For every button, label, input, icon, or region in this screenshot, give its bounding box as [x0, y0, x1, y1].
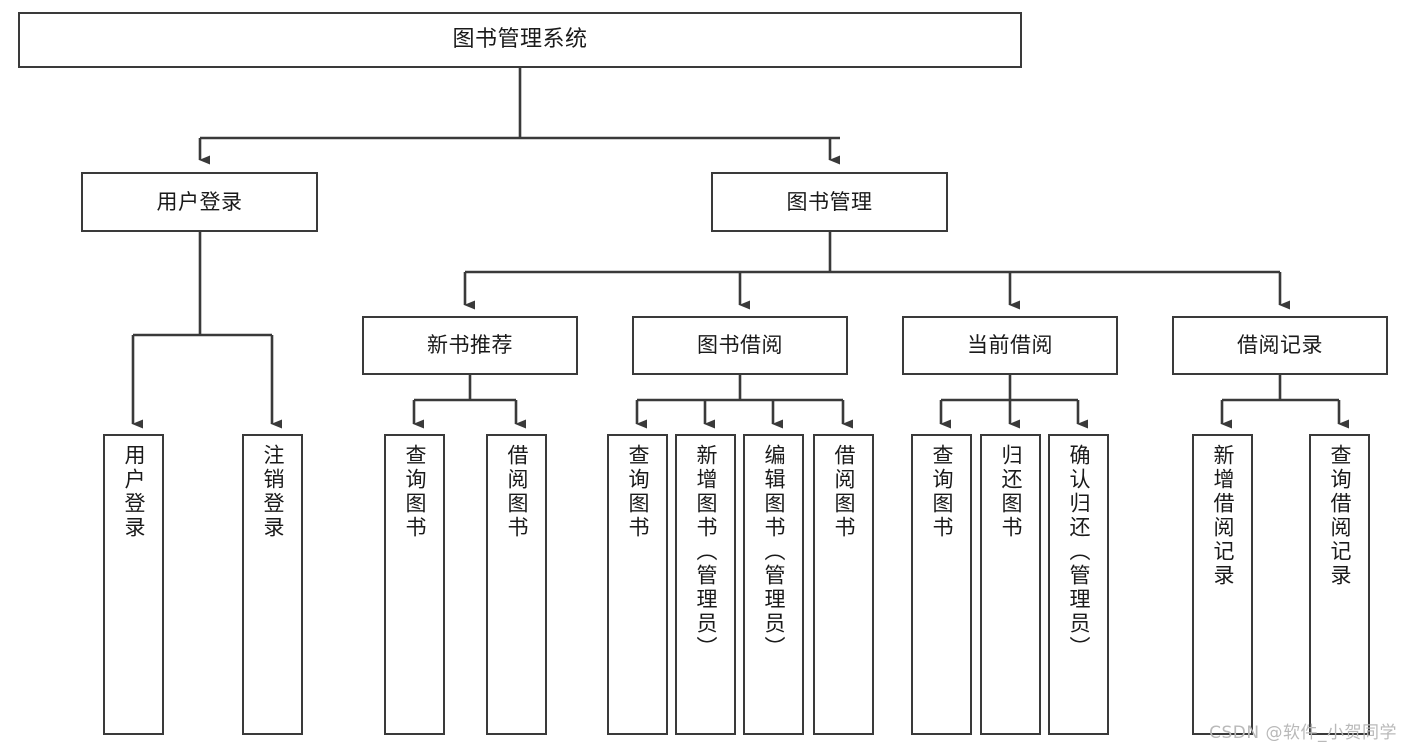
node-label: 查询借阅记录 — [1328, 444, 1352, 588]
leaf-user-login-signin[interactable]: 用户登录 — [103, 434, 164, 735]
node-borrow-record[interactable]: 借阅记录 — [1172, 316, 1388, 375]
leaf-borrow-add-book-admin[interactable]: 新增图书（管理员） — [675, 434, 736, 735]
node-book-management[interactable]: 图书管理 — [711, 172, 948, 232]
leaf-recommend-query-book[interactable]: 查询图书 — [384, 434, 445, 735]
node-label: 用户登录 — [122, 444, 146, 540]
node-new-book-recommend[interactable]: 新书推荐 — [362, 316, 578, 375]
node-label: 图书借阅 — [697, 333, 783, 358]
node-label: 归还图书 — [999, 444, 1023, 540]
leaf-record-add-borrow-record[interactable]: 新增借阅记录 — [1192, 434, 1253, 735]
node-label: 编辑图书（管理员） — [762, 444, 786, 660]
node-label: 新增图书（管理员） — [694, 444, 718, 660]
node-label: 用户登录 — [156, 189, 243, 214]
node-current-borrow[interactable]: 当前借阅 — [902, 316, 1118, 375]
node-label: 图书管理 — [786, 189, 873, 214]
leaf-recommend-borrow-book[interactable]: 借阅图书 — [486, 434, 547, 735]
node-label: 当前借阅 — [967, 333, 1053, 358]
node-label: 注销登录 — [261, 444, 285, 540]
node-root-system[interactable]: 图书管理系统 — [18, 12, 1022, 68]
node-label: 确认归还（管理员） — [1067, 444, 1091, 660]
node-label: 图书管理系统 — [452, 27, 588, 53]
node-label: 借阅图书 — [505, 444, 529, 540]
leaf-current-confirm-return-admin[interactable]: 确认归还（管理员） — [1048, 434, 1109, 735]
leaf-borrow-query-book[interactable]: 查询图书 — [607, 434, 668, 735]
leaf-current-query-book[interactable]: 查询图书 — [911, 434, 972, 735]
leaf-current-return-book[interactable]: 归还图书 — [980, 434, 1041, 735]
watermark-text: CSDN @软件_小贺同学 — [1209, 723, 1397, 743]
node-label: 借阅记录 — [1237, 333, 1323, 358]
leaf-borrow-borrow-book[interactable]: 借阅图书 — [813, 434, 874, 735]
leaf-borrow-edit-book-admin[interactable]: 编辑图书（管理员） — [743, 434, 804, 735]
node-label: 新增借阅记录 — [1211, 444, 1235, 588]
leaf-record-query-borrow-record[interactable]: 查询借阅记录 — [1309, 434, 1370, 735]
node-label: 查询图书 — [930, 444, 954, 540]
node-label: 查询图书 — [626, 444, 650, 540]
node-user-login[interactable]: 用户登录 — [81, 172, 318, 232]
node-book-borrow[interactable]: 图书借阅 — [632, 316, 848, 375]
node-label: 新书推荐 — [427, 333, 513, 358]
leaf-user-login-signout[interactable]: 注销登录 — [242, 434, 303, 735]
node-label: 查询图书 — [403, 444, 427, 540]
node-label: 借阅图书 — [832, 444, 856, 540]
